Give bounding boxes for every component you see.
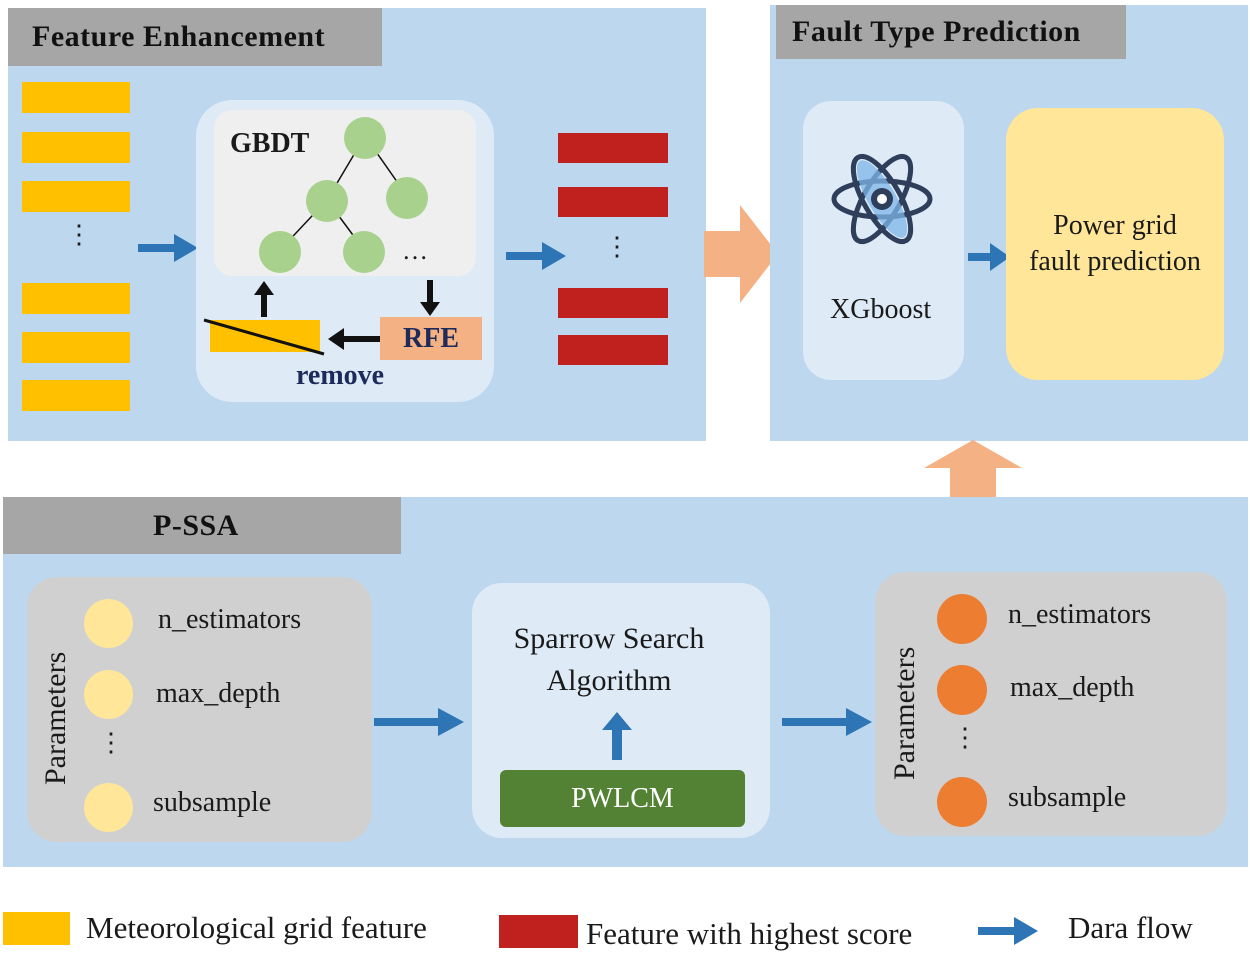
selected-feature-bar [558, 335, 668, 365]
atom-icon [831, 153, 933, 245]
big-right-arrow-icon [704, 205, 778, 303]
output-line-1: Power grid [1053, 210, 1177, 241]
legend-yellow-swatch [3, 912, 70, 945]
feature-bar [22, 283, 130, 314]
ellipsis-vertical: ⋮ [952, 723, 978, 752]
feature-bar [22, 181, 130, 212]
pssa-title: P-SSA [3, 497, 401, 554]
selected-feature-bar [558, 133, 668, 163]
xgboost-label: XGboost [830, 294, 932, 325]
param-max-depth: max_depth [156, 678, 281, 709]
param-max-depth: max_depth [1010, 672, 1135, 703]
tree-ellipsis: … [402, 236, 428, 265]
decision-tree-icon [259, 117, 428, 273]
left-parameters-label: Parameters [39, 651, 72, 785]
legend-arrow-label: Dara flow [1068, 910, 1193, 945]
flow-arrow-icon [968, 243, 1010, 271]
algorithm-line-2: Algorithm [546, 664, 672, 697]
fault-type-prediction-title: Fault Type Prediction [776, 5, 1126, 59]
flow-arrow-icon [506, 242, 566, 270]
legend-red-swatch [499, 915, 578, 948]
feature-bar [22, 380, 130, 411]
param-subsample: subsample [1008, 782, 1127, 813]
ellipsis-vertical: ⋮ [604, 232, 630, 261]
flow-arrow-icon [782, 708, 872, 736]
up-arrow-icon [602, 712, 632, 760]
param-circle [84, 599, 133, 648]
algorithm-line-1: Sparrow Search [513, 622, 705, 655]
param-circle [937, 665, 987, 715]
strike-line [203, 318, 325, 356]
param-circle [937, 594, 987, 644]
flow-arrow-icon [138, 234, 198, 262]
selected-feature-bar [558, 187, 668, 217]
pwlcm-label: PWLCM [571, 782, 674, 814]
param-n-estimators: n_estimators [158, 604, 302, 635]
param-n-estimators: n_estimators [1008, 599, 1152, 630]
up-arrow-icon [254, 281, 274, 317]
rfe-label: RFE [403, 322, 459, 354]
ellipsis-vertical: ⋮ [98, 728, 124, 757]
legend-yellow-label: Meteorological grid feature [86, 910, 427, 945]
feature-bar [22, 82, 130, 113]
right-parameters-box [875, 572, 1227, 836]
right-parameters-label: Parameters [888, 646, 921, 780]
param-circle [937, 777, 987, 827]
feature-enhancement-title: Feature Enhancement [8, 8, 382, 66]
param-circle [84, 783, 133, 832]
feature-bar [22, 332, 130, 363]
sparrow-search-label: Sparrow Search Algorithm [472, 618, 746, 702]
feature-bar [22, 132, 130, 163]
legend-red-label: Feature with highest score [586, 916, 913, 951]
param-subsample: subsample [153, 787, 272, 818]
gbdt-label: GBDT [230, 128, 310, 159]
output-line-2: fault prediction [1029, 246, 1201, 277]
remove-label: remove [296, 360, 385, 391]
down-arrow-icon [420, 280, 440, 316]
ellipsis-vertical: ⋮ [66, 220, 92, 249]
left-arrow-icon [328, 328, 380, 350]
fault-prediction-output-box: Power grid fault prediction [1006, 108, 1224, 380]
big-up-arrow-icon [924, 440, 1022, 498]
pwlcm-box: PWLCM [500, 770, 745, 827]
selected-feature-bar [558, 288, 668, 318]
rfe-box: RFE [380, 317, 482, 360]
legend-arrow-icon [978, 917, 1038, 945]
param-circle [84, 670, 133, 719]
flow-arrow-icon [374, 708, 464, 736]
xgboost-box [803, 101, 964, 380]
